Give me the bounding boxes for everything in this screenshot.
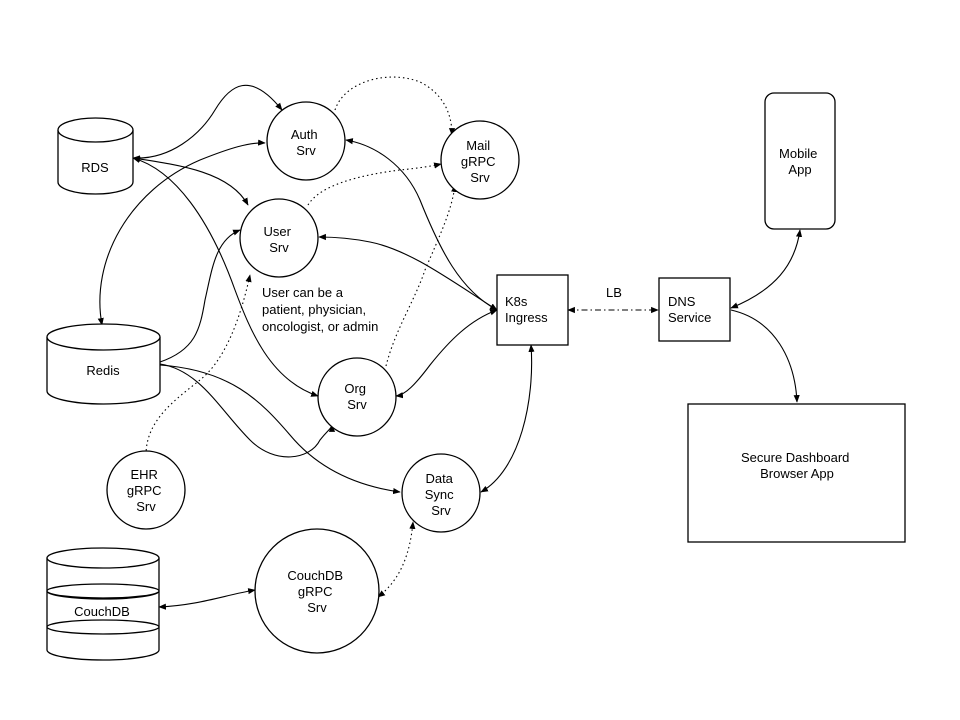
edge-couchdbgrpc-datasync	[377, 521, 416, 598]
redis-label: Redis	[86, 363, 120, 378]
org-service-label: Org Srv	[344, 381, 369, 412]
ehr-grpc-service: EHR gRPC Srv	[106, 450, 186, 530]
mobile-app: Mobile App	[764, 92, 836, 230]
edge-couchdbgrpc-couchdb	[158, 588, 256, 610]
couchdb-store-label: CouchDB	[74, 604, 130, 619]
edge-redis-datasync	[159, 364, 401, 495]
couchdb-store: CouchDB	[46, 547, 160, 661]
rds-label: RDS	[81, 160, 109, 175]
edges	[97, 76, 803, 610]
dns-service: DNS Service	[658, 277, 731, 342]
edge-redis-auth	[97, 139, 266, 326]
auth-service-label: Auth Srv	[291, 127, 321, 158]
couchdb-grpc-service-label: CouchDB gRPC Srv	[287, 568, 346, 615]
user-service: User Srv	[239, 198, 319, 278]
secure-dashboard-app: Secure Dashboard Browser App	[687, 403, 906, 543]
k8s-ingress: K8s Ingress	[496, 274, 569, 346]
edge-org-mail	[385, 184, 458, 367]
rds-store: RDS	[57, 117, 134, 195]
edge-ingress-datasync	[480, 344, 535, 493]
edge-redis-user	[159, 229, 241, 363]
secure-dashboard-app-label: Secure Dashboard Browser App	[741, 450, 853, 481]
org-service: Org Srv	[317, 357, 397, 437]
mobile-app-label: Mobile App	[779, 146, 821, 177]
edge-auth-mail	[334, 76, 456, 136]
ehr-grpc-service-label: EHR gRPC Srv	[127, 467, 165, 514]
redis-store: Redis	[46, 323, 161, 405]
edge-rds-auth	[132, 84, 283, 162]
mail-grpc-service: Mail gRPC Srv	[440, 120, 520, 200]
edge-dns-dashboard	[730, 309, 800, 403]
user-service-label: User Srv	[263, 224, 294, 255]
dns-service-label: DNS Service	[668, 294, 711, 325]
edge-ingress-org	[395, 309, 498, 399]
couchdb-grpc-service: CouchDB gRPC Srv	[254, 528, 380, 654]
edge-ingress-user	[318, 233, 498, 311]
edge-rds-org	[132, 156, 319, 397]
edge-dns-mobile	[730, 229, 803, 309]
user-role-note: User can be a patient, physician, oncolo…	[262, 285, 378, 334]
edge-redis-org	[159, 363, 336, 458]
k8s-ingress-label: K8s Ingress	[505, 294, 548, 325]
lb-label: LB	[606, 285, 622, 300]
mail-grpc-service-label: Mail gRPC Srv	[461, 138, 499, 185]
auth-service: Auth Srv	[266, 101, 346, 181]
data-sync-service-label: Data Sync Srv	[425, 471, 458, 518]
data-sync-service: Data Sync Srv	[401, 453, 481, 533]
